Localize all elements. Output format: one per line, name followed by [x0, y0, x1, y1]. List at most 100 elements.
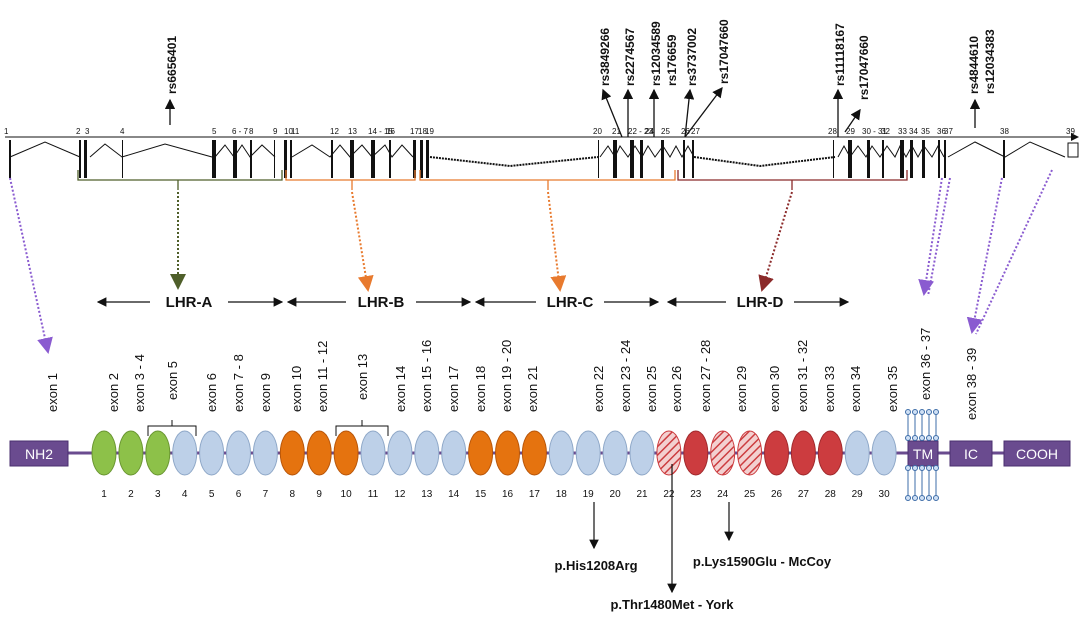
gene-exon-number: 34 [909, 127, 918, 136]
gene-exon-number: 27 [691, 127, 700, 136]
gene-exon-number: 1 [4, 127, 9, 136]
ccp-repeat-3 [145, 430, 171, 476]
exon-label: exon 1 [45, 373, 60, 412]
gene-exon-number: 12 [330, 127, 339, 136]
exon-label: exon 14 [393, 366, 408, 412]
gene-exon-number: 13 [348, 127, 357, 136]
exon-label: exon 31 - 32 [795, 340, 810, 412]
snp-label: rs12034589 [649, 21, 663, 86]
exon-label: exon 30 [767, 366, 782, 412]
domain-label-lhr-d: LHR-D [737, 294, 784, 311]
gene-exon-number: 24 [645, 127, 654, 136]
repeat-number: 12 [394, 489, 406, 500]
ccp-repeat-18 [548, 430, 574, 476]
ccp-repeat-17 [521, 430, 547, 476]
membrane-bilayer-icon [905, 409, 939, 501]
snp-label: rs3849266 [598, 28, 612, 86]
ccp-repeat-10 [333, 430, 359, 476]
ccp-repeat-19 [575, 430, 601, 476]
tm-label: TM [913, 446, 933, 462]
repeat-number: 1 [101, 489, 107, 500]
exon-label: exon 6 [204, 373, 219, 412]
ccp-repeat-5 [199, 430, 225, 476]
ccp-repeat-4 [172, 430, 198, 476]
ccp-repeat-8 [279, 430, 305, 476]
snp-arrows [164, 86, 981, 138]
ccp-repeat-15 [468, 430, 494, 476]
snp-label: rs176659 [665, 34, 679, 86]
repeat-number: 26 [771, 489, 783, 500]
repeat-number: 24 [717, 489, 729, 500]
mutation-arrows [589, 464, 734, 594]
gene-exon-number: 21 [612, 127, 621, 136]
exon-label: exon 15 - 16 [419, 340, 434, 412]
repeat-number: 8 [290, 489, 296, 500]
exon-label: exon 19 - 20 [499, 340, 514, 412]
repeat-number: 14 [448, 489, 460, 500]
repeat-number: 9 [316, 489, 322, 500]
exon-label: exon 23 - 24 [618, 340, 633, 412]
mutation-label-lys1590glu: p.Lys1590Glu - McCoy [693, 554, 832, 569]
ccp-repeats [91, 430, 897, 476]
ccp-repeat-13 [414, 430, 440, 476]
exon-label: exon 2 [106, 373, 121, 412]
gene-exon-number: 22 - 23 [628, 127, 653, 136]
ccp-repeat-28 [817, 430, 843, 476]
exon-label: exon 35 [885, 366, 900, 412]
repeat-number: 5 [209, 489, 215, 500]
exon-label: exon 25 [644, 366, 659, 412]
ccp-repeat-21 [629, 430, 655, 476]
gene-exon-number: 18 [418, 127, 427, 136]
ccp-repeat-25 [737, 430, 763, 476]
gene-exon-number: 36 [937, 127, 946, 136]
snp-label: rs11118167 [833, 23, 847, 86]
repeat-number: 13 [421, 489, 433, 500]
gene-exon-number: 28 [828, 127, 837, 136]
gene-exon-number: 26 [681, 127, 690, 136]
ccp-repeat-20 [602, 430, 628, 476]
exon-label: exon 5 [165, 361, 180, 400]
domain-label-lhr-b: LHR-B [358, 294, 405, 311]
ccp-repeat-2 [118, 430, 144, 476]
gene-exon-numbers: 1 2 3 4 5 6 - 7 8 9 10 11 12 13 14 - 15 … [4, 127, 1075, 136]
exon-label: exon 7 - 8 [231, 354, 246, 412]
nh2-box [9, 440, 69, 467]
ccp-repeat-27 [790, 430, 816, 476]
gene-exon-number: 8 [249, 127, 254, 136]
repeat-number: 20 [610, 489, 622, 500]
ccp-repeat-7 [252, 430, 278, 476]
exon-label: exon 33 [822, 366, 837, 412]
gene-exon-number: 3 [85, 127, 90, 136]
repeat-number: 16 [502, 489, 514, 500]
exon-label: exon 26 [669, 366, 684, 412]
gene-exon-number: 30 - 31 [862, 127, 887, 136]
gene-exon-number: 9 [273, 127, 278, 136]
gene-exon-number: 16 [386, 127, 395, 136]
exon-label: exon 13 [355, 354, 370, 400]
utr-box [1067, 142, 1079, 158]
repeat-number: 6 [236, 489, 242, 500]
gene-structure [9, 141, 1066, 168]
snp-label: rs12034383 [983, 29, 997, 94]
repeat-number: 29 [852, 489, 864, 500]
exon-label: exon 3 - 4 [132, 354, 147, 412]
mutation-label-his1208arg: p.His1208Arg [554, 558, 637, 573]
ccp-repeat-6 [226, 430, 251, 476]
gene-exon-number: 10 [284, 127, 293, 136]
gene-exon-number: 4 [120, 127, 125, 136]
snp-label: rs3737002 [685, 28, 699, 86]
repeat-number: 10 [341, 489, 353, 500]
exon-label: exon 18 [473, 366, 488, 412]
snp-label: rs2274567 [623, 28, 637, 86]
exon-label: exon 22 [591, 366, 606, 412]
exon-labels: exon 1 exon 2 exon 3 - 4 exon 5 exon 6 e… [45, 328, 979, 420]
gene-exon-number: 37 [944, 127, 953, 136]
exon-bars [9, 140, 1005, 178]
ccp-repeat-16 [495, 430, 520, 476]
snp-label: rs17047660 [717, 19, 731, 84]
domain-braces [77, 170, 908, 190]
gene-exon-number: 32 [881, 127, 890, 136]
gene-exon-number: 11 [291, 127, 300, 136]
gene-exon-number: 20 [593, 127, 602, 136]
